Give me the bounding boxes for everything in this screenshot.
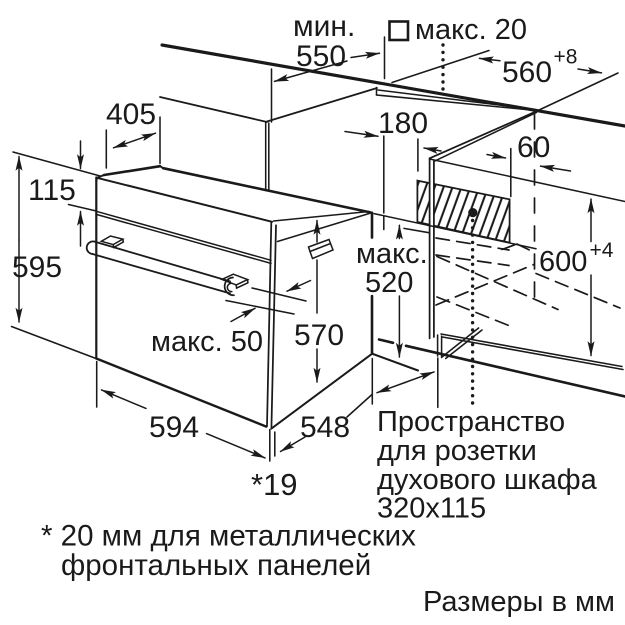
svg-text:550: 550 xyxy=(296,40,346,73)
svg-text:60: 60 xyxy=(517,131,550,164)
svg-text:320x115: 320x115 xyxy=(377,493,486,525)
svg-text:макс.: макс. xyxy=(356,238,428,270)
svg-text:для розетки: для розетки xyxy=(377,435,537,467)
svg-text:520: 520 xyxy=(365,267,413,299)
svg-text:115: 115 xyxy=(28,174,76,207)
svg-text:600: 600 xyxy=(539,246,587,278)
svg-text:+8: +8 xyxy=(554,46,578,69)
svg-text:Размеры в мм: Размеры в мм xyxy=(423,586,615,618)
svg-text:духового шкафа: духового шкафа xyxy=(377,464,598,496)
svg-text:560: 560 xyxy=(502,56,552,89)
svg-text:макс. 20: макс. 20 xyxy=(415,14,527,46)
svg-text:405: 405 xyxy=(106,98,156,131)
svg-text:* 20 мм для металлических: * 20 мм для металлических xyxy=(41,520,416,553)
svg-text:мин.: мин. xyxy=(293,10,355,43)
svg-text:548: 548 xyxy=(300,411,350,444)
svg-text:фронтальных панелей: фронтальных панелей xyxy=(61,549,371,582)
svg-text:макс. 50: макс. 50 xyxy=(151,326,263,358)
svg-text:+4: +4 xyxy=(590,239,614,262)
svg-text:Пространство: Пространство xyxy=(377,406,565,438)
svg-text:595: 595 xyxy=(12,251,62,284)
svg-text:180: 180 xyxy=(378,107,428,140)
svg-text:594: 594 xyxy=(149,411,199,444)
svg-text:*19: *19 xyxy=(251,467,298,502)
svg-text:570: 570 xyxy=(294,319,344,352)
